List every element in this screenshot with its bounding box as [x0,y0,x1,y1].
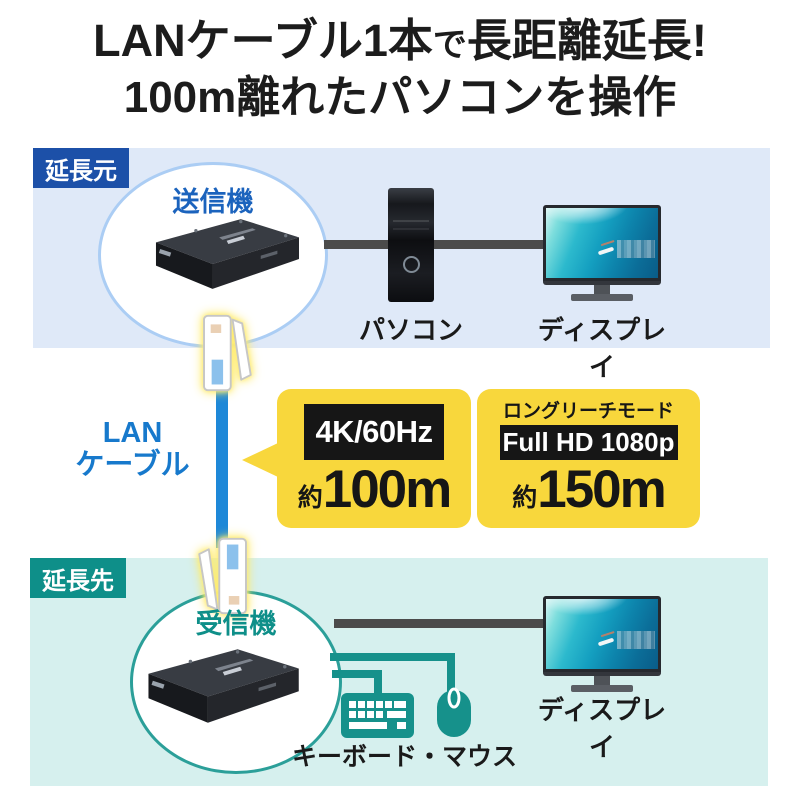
spec-badge-fullhd: Full HD 1080p [499,425,678,460]
keyboard-icon [341,693,414,743]
pc-tower-icon [388,188,434,302]
extender-device-icon [146,212,304,301]
mouse-connection-line-v [447,653,455,693]
video-connection-line-top [324,240,552,249]
source-badge: 延長元 [33,148,129,188]
monitor-stand-base [571,294,633,301]
receiver-label: 受信機 [195,609,277,639]
callout-tail [242,443,278,477]
keyboard-connection-line-v [374,670,382,700]
peripherals-label: キーボード・マウス [292,743,518,771]
title-line2: 100m離れたパソコンを操作 [123,73,677,122]
display-label-top: ディスプレイ [537,315,667,382]
title-line1: LANケーブル1本で長距離延長! [93,15,707,66]
monitor-screen-image [546,599,658,669]
monitor-stand-base [571,685,633,692]
transmitter-label: 送信機 [172,187,254,217]
display-label-bottom: ディスプレイ [537,695,667,762]
lan-cable [216,382,228,548]
rj45-plug-icon [196,530,254,617]
spec-badge-4k60: 4K/60Hz [304,404,444,460]
monitor-icon [543,596,661,692]
mouse-connection-line-h [330,653,455,661]
monitor-screen-image [546,208,658,278]
page-title: LANケーブル1本で長距離延長! 100m離れたパソコンを操作 [0,14,800,125]
destination-badge: 延長先 [30,558,126,598]
monitor-icon [543,205,661,301]
monitor-stand-neck [594,676,610,685]
monitor-frame [543,205,661,285]
monitor-frame [543,596,661,676]
long-reach-mode-label: ロングリーチモード [502,401,674,422]
video-connection-line-bottom [334,619,546,628]
mouse-icon [436,684,472,743]
monitor-stand-neck [594,285,610,294]
lan-cable-label: LAN ケーブル [75,417,190,481]
pc-label: パソコン [358,315,463,345]
rj45-plug-icon [196,312,254,399]
extender-device-icon [138,642,304,735]
keyboard-connection-line-h [332,670,382,678]
